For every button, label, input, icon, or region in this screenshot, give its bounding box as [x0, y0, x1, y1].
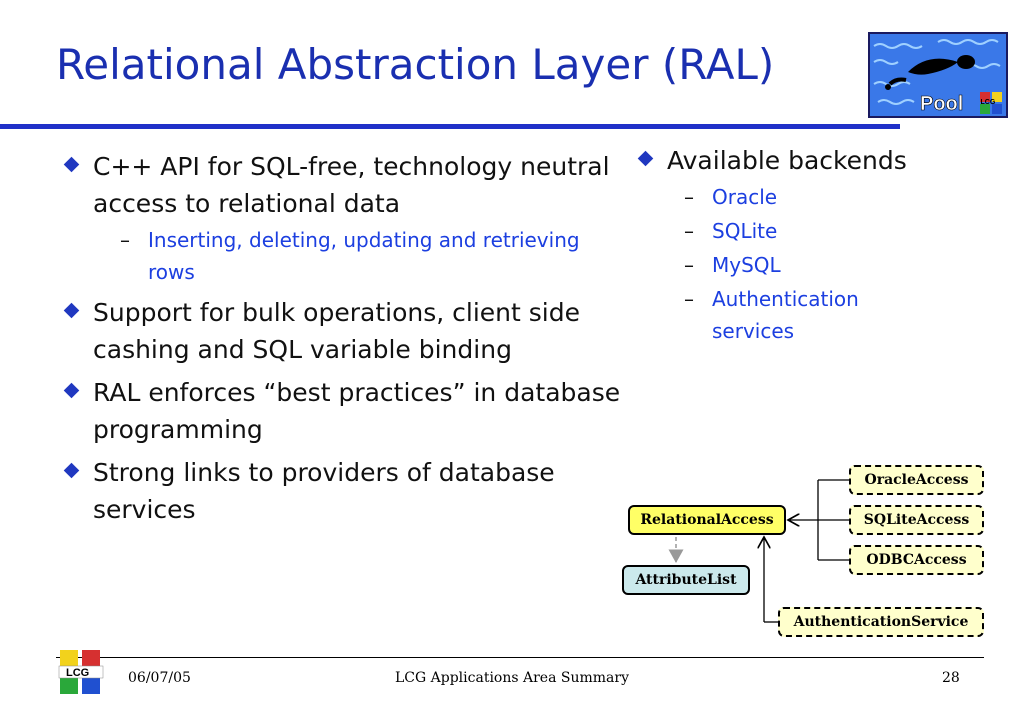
- bullet-3-text: RAL enforces “best practices” in databas…: [93, 378, 621, 444]
- diagram-connectors: [668, 479, 849, 623]
- bullet-2-text: Support for bulk operations, client side…: [93, 298, 580, 364]
- sub-bullet-1-1-text: Inserting, deleting, updating and retrie…: [148, 228, 580, 284]
- node-authentication-service: AuthenticationService: [778, 607, 984, 637]
- lcg-footer-logo-text: LCG: [66, 667, 89, 679]
- architecture-diagram: RelationalAccess AttributeList OracleAcc…: [612, 455, 1012, 645]
- dash-bullet-icon: –: [684, 287, 694, 311]
- diamond-bullet-icon: [63, 156, 80, 173]
- diamond-bullet-icon: [63, 302, 80, 319]
- dash-bullet-icon: –: [120, 228, 130, 252]
- dash-bullet-icon: –: [684, 253, 694, 277]
- backend-oracle-text: Oracle: [712, 185, 778, 209]
- backends-bullet-text: Available backends: [667, 146, 907, 175]
- node-sqlite-access: SQLiteAccess: [849, 505, 984, 535]
- backend-oracle: – Oracle: [684, 181, 1010, 213]
- bullet-3: RAL enforces “best practices” in databas…: [63, 374, 621, 448]
- dash-bullet-icon: –: [684, 219, 694, 243]
- diamond-bullet-icon: [63, 462, 80, 479]
- node-relational-access: RelationalAccess: [628, 505, 786, 535]
- left-column: C++ API for SQL-free, technology neutral…: [63, 148, 621, 534]
- backend-authentication: – Authentication services: [684, 283, 914, 347]
- diamond-bullet-icon: [63, 382, 80, 399]
- footer-title: LCG Applications Area Summary: [395, 670, 629, 686]
- bullet-1: C++ API for SQL-free, technology neutral…: [63, 148, 621, 222]
- backend-mysql: – MySQL: [684, 249, 1010, 281]
- bullet-4: Strong links to providers of database se…: [63, 454, 621, 528]
- node-odbc-access: ODBCAccess: [849, 545, 984, 575]
- node-attribute-list: AttributeList: [622, 565, 750, 595]
- sub-bullet-1-1: – Inserting, deleting, updating and retr…: [120, 224, 621, 288]
- footer-divider: [56, 657, 984, 658]
- footer-page-number: 28: [942, 670, 960, 686]
- slide-title: Relational Abstraction Layer (RAL): [56, 40, 775, 89]
- node-oracle-access: OracleAccess: [849, 465, 984, 495]
- right-column: Available backends – Oracle – SQLite – M…: [637, 142, 1010, 347]
- bullet-4-text: Strong links to providers of database se…: [93, 458, 555, 524]
- backends-bullet: Available backends: [637, 142, 1010, 179]
- diamond-bullet-icon: [637, 150, 654, 167]
- bullet-2: Support for bulk operations, client side…: [63, 294, 621, 368]
- bullet-1-text: C++ API for SQL-free, technology neutral…: [93, 152, 610, 218]
- backend-sqlite: – SQLite: [684, 215, 1010, 247]
- lcg-footer-logo: LCG: [58, 650, 104, 694]
- title-divider: [0, 124, 900, 129]
- pool-logo-text: Pool: [920, 93, 963, 115]
- dash-bullet-icon: –: [684, 185, 694, 209]
- backend-mysql-text: MySQL: [712, 253, 781, 277]
- pool-logo: Pool LCG: [868, 32, 1008, 118]
- pool-logo-badge: LCG: [981, 99, 996, 106]
- backend-sqlite-text: SQLite: [712, 219, 778, 243]
- footer-date: 06/07/05: [128, 670, 191, 686]
- backend-authentication-text: Authentication services: [712, 287, 859, 343]
